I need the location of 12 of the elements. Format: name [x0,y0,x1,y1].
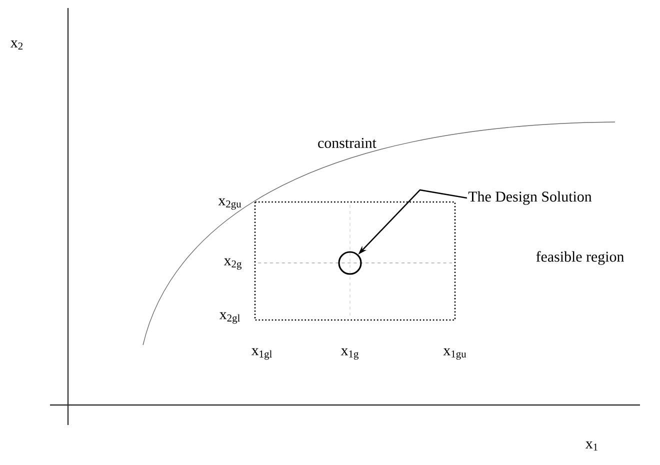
solution-marker [338,251,362,275]
tick-label: x$_{1gu}$ [443,348,466,360]
axis-label: x$_{2}$ [10,40,23,50]
tick-label: x$_{1g}$ [340,348,359,360]
axis-label: x$_{1}$ [586,441,598,450]
tick-label: x$_{1gl}$ [251,348,272,360]
tick-label: x$_{2gl}$ [219,312,240,324]
curve-label: constraint [318,138,376,148]
tick-label: x$_{2g}$ [224,258,242,270]
callout-text: The Design Solution [468,191,592,205]
region-label: feasible region [536,251,624,265]
tick-label: x$_{2gu}$ [218,198,242,210]
